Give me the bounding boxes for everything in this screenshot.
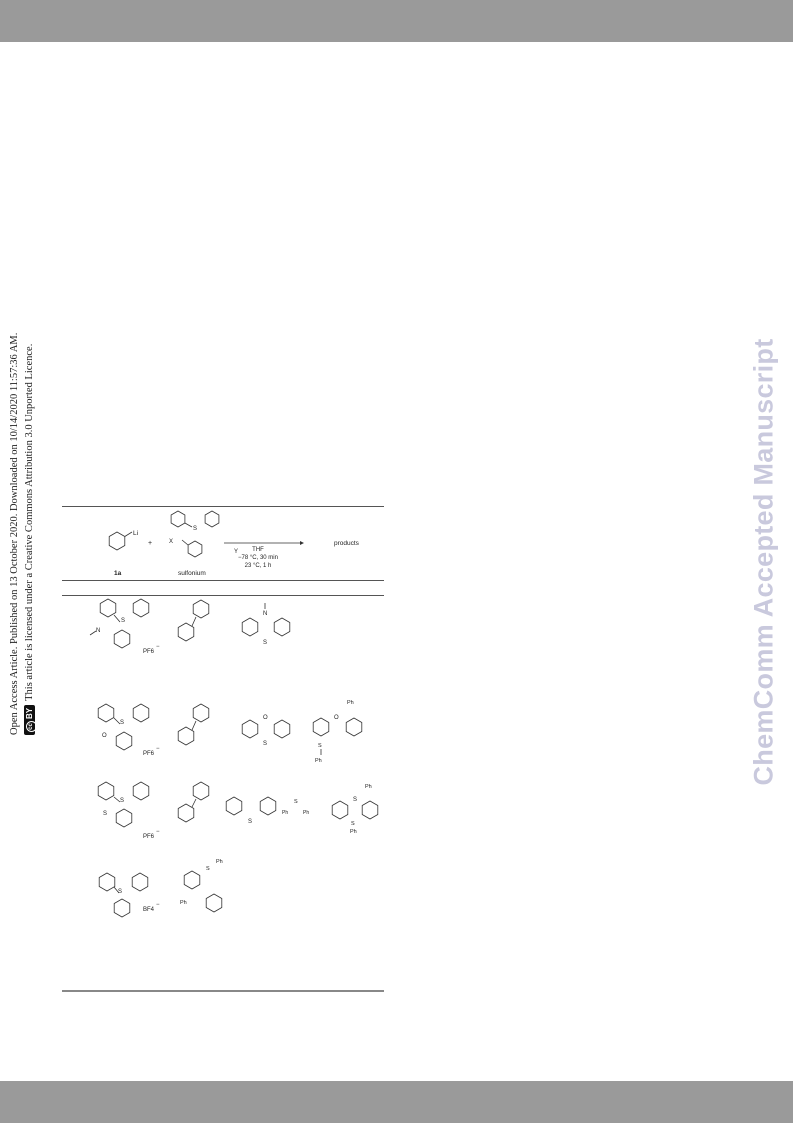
svg-text:Ph: Ph: [303, 810, 309, 816]
reagent-1a-label: 1a: [114, 570, 122, 577]
svg-text:O: O: [263, 715, 268, 721]
top-bar: [0, 0, 793, 42]
svg-text:S: S: [103, 811, 107, 817]
cc-icon: cc: [26, 721, 38, 732]
row4-ph-top: Ph: [216, 859, 223, 865]
row4-anion: BF4: [143, 907, 155, 913]
svg-text:Ph: Ph: [180, 900, 187, 906]
svg-text:S: S: [263, 640, 267, 646]
row3-anion: PF6: [143, 834, 155, 840]
svg-text:S: S: [121, 618, 125, 624]
sulfonium-label: sulfonium: [178, 570, 206, 577]
condition-line-2: −78 °C, 30 min: [238, 555, 278, 561]
watermark-text: ChemComm Accepted Manuscript: [748, 338, 779, 786]
license-sidebar: Open Access Article. Published on 13 Oct…: [0, 0, 44, 1123]
svg-text:S: S: [351, 821, 355, 827]
row-2: S O PF6 − O S O Ph S Ph: [97, 700, 363, 764]
row3-ph-top: Ph: [365, 784, 372, 790]
table-header-rule: [62, 580, 384, 581]
license-line-1: Open Access Article. Published on 13 Oct…: [9, 332, 20, 735]
row2-ph-bottom: Ph: [315, 758, 322, 764]
svg-text:Ph: Ph: [350, 829, 357, 835]
cc-by-badge[interactable]: cc BY: [24, 704, 38, 735]
phenyllithium-structure: Li: [108, 530, 138, 551]
svg-text:N: N: [263, 611, 267, 617]
row4-s: S: [206, 866, 210, 872]
li-label: Li: [133, 530, 138, 537]
condition-line-3: 23 °C, 1 h: [245, 563, 272, 569]
row-1: S N PF6 − N S: [89, 598, 291, 655]
license-line-2: cc BY This article is licensed under a Cre…: [22, 275, 38, 735]
s-plus-label: S: [193, 526, 197, 532]
products-label: products: [334, 540, 360, 547]
svg-text:S: S: [120, 720, 124, 726]
row3-s: S: [294, 799, 298, 805]
svg-text:O: O: [334, 715, 339, 721]
scheme-table: Li 1a + S X Y sulfonium THF −78 °C, 30 m…: [62, 505, 386, 995]
table-subheader-rule: [62, 595, 384, 596]
svg-text:Ph: Ph: [282, 810, 288, 816]
x-atom-label: X: [169, 539, 173, 545]
sulfonium-structure: S X Y: [169, 510, 238, 558]
o-atom-label: O: [102, 733, 107, 739]
condition-line-1: THF: [252, 547, 264, 553]
row2-anion: PF6: [143, 751, 155, 757]
table-bottom-rule: [62, 990, 384, 992]
cc-by-label: BY: [25, 707, 35, 719]
n-atom-label: N: [96, 628, 100, 634]
table-top-rule: [62, 506, 384, 507]
counterion-label: Y: [234, 549, 238, 555]
row-4: S BF4 − S Ph Ph: [98, 859, 223, 918]
license-statement: This article is licensed under a Creativ…: [24, 343, 35, 701]
svg-text:S: S: [118, 889, 122, 895]
svg-text:S: S: [263, 741, 267, 747]
license-text: Open Access Article. Published on 13 Oct…: [7, 275, 38, 735]
row1-charge: −: [156, 644, 160, 650]
row3-charge: −: [156, 829, 160, 835]
row2-s: S: [318, 743, 322, 749]
svg-text:S: S: [353, 797, 357, 803]
bottom-bar: [0, 1081, 793, 1123]
svg-text:S: S: [248, 819, 252, 825]
row4-charge: −: [156, 902, 160, 908]
svg-text:S: S: [120, 798, 124, 804]
plus-sign: +: [148, 540, 152, 547]
row1-anion: PF6: [143, 649, 155, 655]
row2-charge: −: [156, 746, 160, 752]
row-3: S S PF6 − S Ph S Ph S Ph S Ph: [97, 781, 379, 840]
row2-ph-top: Ph: [347, 700, 354, 706]
scheme-svg: Li 1a + S X Y sulfonium THF −78 °C, 30 m…: [89, 510, 379, 918]
